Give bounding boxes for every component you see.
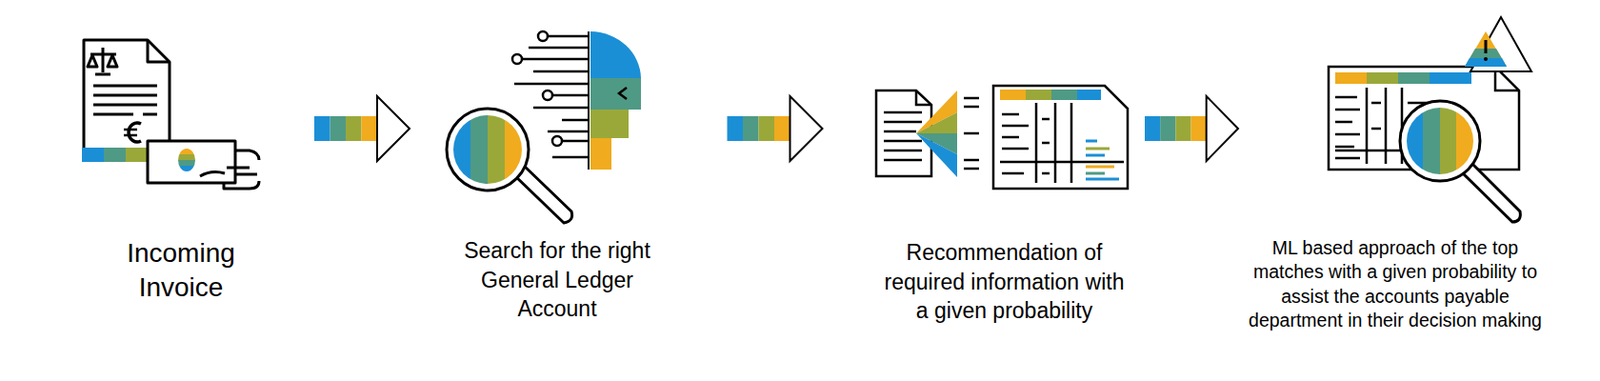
invoice-icon (81, 40, 260, 189)
process-step: ML based approach of the top matches wit… (1242, 11, 1548, 374)
recommendation-icon (876, 85, 1128, 189)
step-caption: Recommendation of required information w… (877, 238, 1133, 326)
flow-arrow (314, 96, 410, 161)
step-caption: Search for the right General Ledger Acco… (448, 236, 666, 324)
ml-match-icon (1328, 17, 1532, 222)
process-step: Incoming Invoice (71, 33, 291, 312)
flow-arrow (727, 96, 823, 161)
step-caption: Incoming Invoice (98, 236, 265, 306)
process-step: Recommendation of required information w… (868, 76, 1140, 339)
process-step: Search for the right General Ledger Acco… (433, 20, 681, 336)
flow-arrow (1144, 96, 1239, 161)
search-head-icon (446, 31, 641, 223)
step-caption: ML based approach of the top matches wit… (1246, 236, 1544, 333)
